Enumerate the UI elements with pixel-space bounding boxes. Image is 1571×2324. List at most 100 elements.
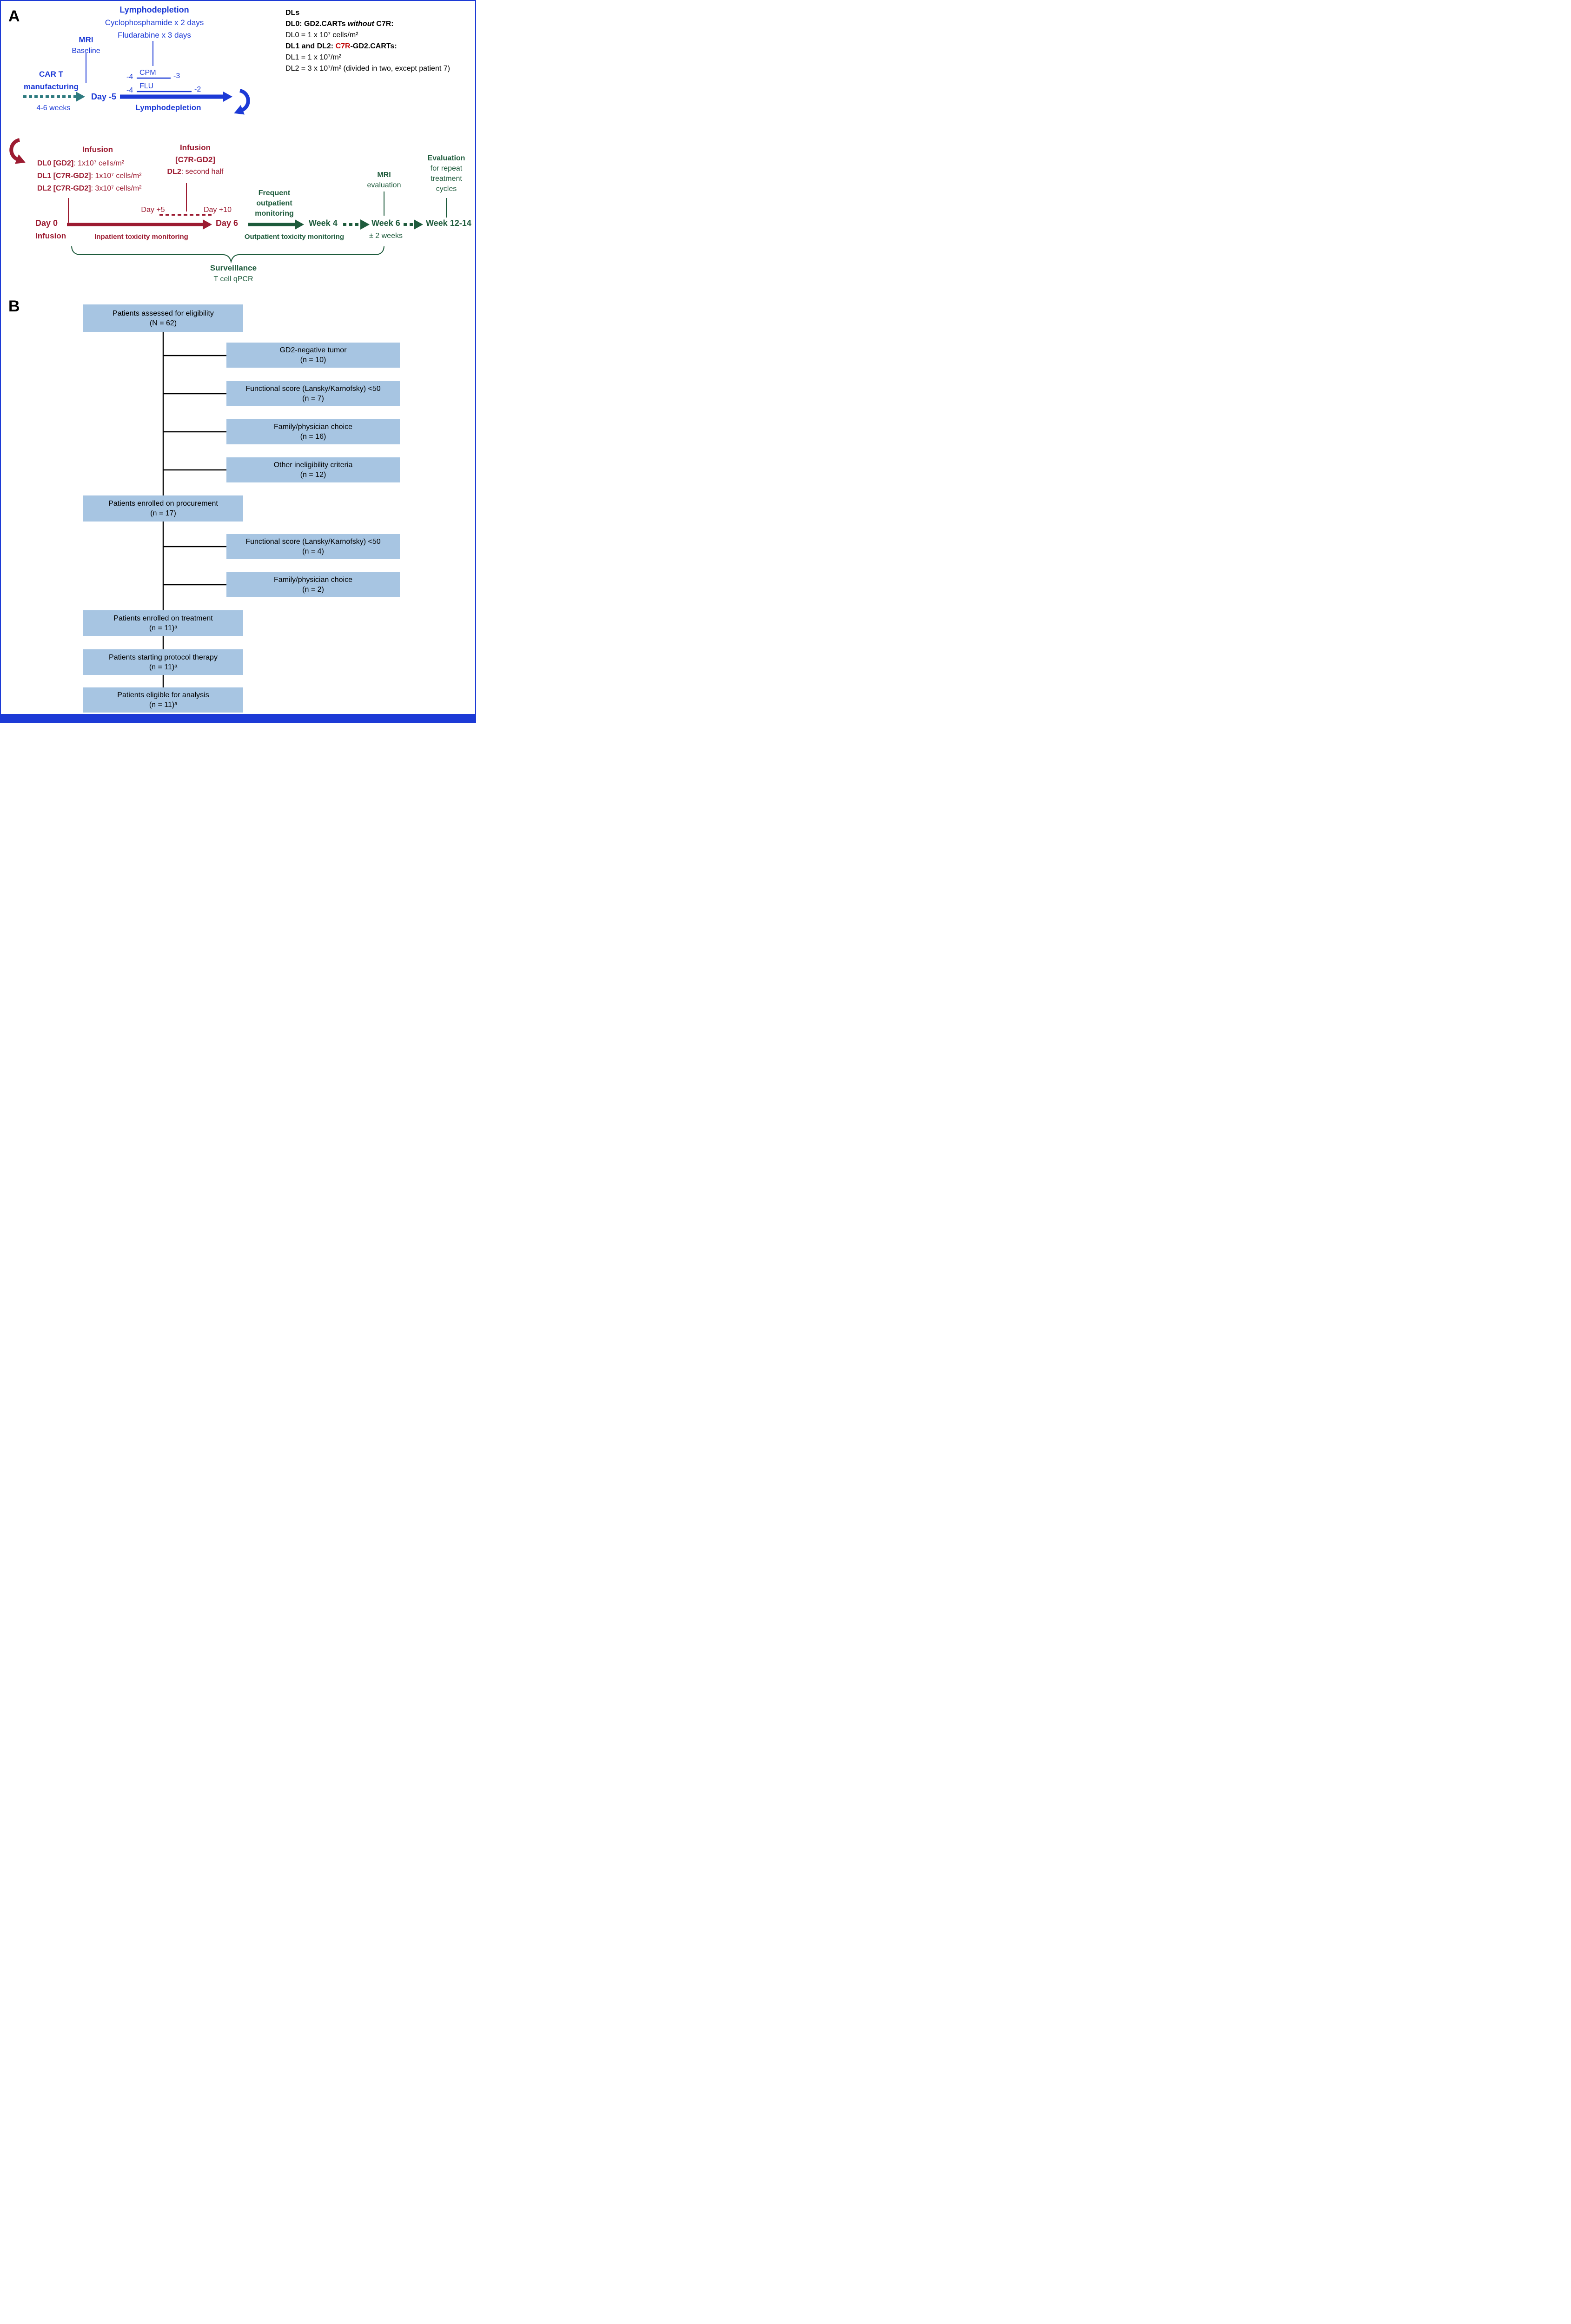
dl0-heading-part1: DL0: GD2.CARTs bbox=[285, 20, 348, 28]
dl1-value: DL1 = 1 x 10⁷/m² bbox=[285, 53, 342, 61]
flow-box-functional-score-1-count: (n = 7) bbox=[302, 395, 324, 403]
flow-box-analysis-line1: Patients eligible for analysis bbox=[117, 691, 209, 699]
infusion-dose-dl1-label: DL1 [C7R-GD2] bbox=[37, 172, 91, 180]
infusion-second-dose: DL2: second half bbox=[167, 166, 224, 178]
infusion-dose-dl0-label: DL0 [GD2] bbox=[37, 159, 74, 167]
dl12-heading-c7r: C7R bbox=[335, 42, 351, 50]
infusion-dose-dl2-value: : 3x10⁷ cells/m² bbox=[91, 185, 142, 192]
infusion-dose-dl0: DL0 [GD2]: 1x10⁷ cells/m² bbox=[37, 157, 142, 170]
day-plus10-label: Day +10 bbox=[203, 206, 232, 214]
car-t-manufacturing-block: CAR T manufacturing bbox=[24, 68, 79, 93]
flow-box-assessed-line1: Patients assessed for eligibility bbox=[113, 309, 214, 317]
mri-evaluation-block: MRI evaluation bbox=[367, 170, 401, 191]
dl12-heading-part1: DL1 and DL2: bbox=[285, 42, 336, 50]
infusion-second-construct: [C7R-GD2] bbox=[175, 155, 215, 164]
panel-a-label: A bbox=[8, 7, 20, 25]
repeat-evaluation-line2: for repeat bbox=[430, 165, 463, 172]
infusion-day0-doses: DL0 [GD2]: 1x10⁷ cells/m² DL1 [C7R-GD2]:… bbox=[37, 157, 142, 195]
flow-box-other-criteria: Other ineligibility criteria (n = 12) bbox=[226, 457, 400, 482]
dl0-heading-italic: without bbox=[347, 20, 374, 28]
repeat-evaluation-line4: cycles bbox=[436, 185, 457, 193]
repeat-evaluation-line3: treatment bbox=[431, 175, 462, 183]
frequent-line3: monitoring bbox=[255, 210, 294, 218]
flow-box-family-choice-1-count: (n = 16) bbox=[300, 433, 326, 441]
infusion-dose-dl2: DL2 [C7R-GD2]: 3x10⁷ cells/m² bbox=[37, 182, 142, 195]
inpatient-monitoring-label: Inpatient toxicity monitoring bbox=[94, 233, 188, 241]
flow-box-procurement-count: (n = 17) bbox=[150, 509, 176, 517]
surveillance-title: Surveillance bbox=[210, 264, 257, 272]
mri-baseline-title: MRI bbox=[79, 35, 93, 44]
dl12-heading-part2: -GD2.CARTs: bbox=[350, 42, 397, 50]
day-0-sublabel: Infusion bbox=[35, 231, 66, 240]
repeat-evaluation-title: Evaluation bbox=[427, 154, 465, 162]
mri-baseline-block: MRI Baseline bbox=[72, 34, 100, 57]
outpatient-monitoring-label: Outpatient toxicity monitoring bbox=[244, 233, 345, 241]
flow-box-functional-score-2-line1: Functional score (Lansky/Karnofsky) <50 bbox=[245, 538, 381, 546]
flow-box-family-choice-2: Family/physician choice (n = 2) bbox=[226, 572, 400, 597]
frequent-monitoring-block: Frequent outpatient monitoring bbox=[255, 188, 294, 219]
infusion-day0-title: Infusion bbox=[82, 145, 113, 154]
flow-box-other-criteria-line1: Other ineligibility criteria bbox=[273, 461, 353, 469]
cyclophosphamide-label: Cyclophosphamide x 2 days bbox=[105, 18, 204, 27]
flow-box-treatment-line1: Patients enrolled on treatment bbox=[113, 614, 213, 622]
cycle-continuation-arrow-bottom-icon bbox=[9, 138, 26, 164]
dl0-heading-part2: C7R: bbox=[374, 20, 394, 28]
flow-box-assessed-count: (N = 62) bbox=[149, 319, 177, 327]
infusion-dose-dl0-value: : 1x10⁷ cells/m² bbox=[73, 159, 125, 167]
surveillance-block: Surveillance T cell qPCR bbox=[210, 263, 257, 285]
flow-box-protocol-therapy-count: (n = 11)ᵃ bbox=[149, 663, 178, 671]
surveillance-brace bbox=[71, 246, 384, 264]
dose-levels-title: DLs bbox=[285, 9, 300, 17]
dose-levels-block: DLs DL0: GD2.CARTs without C7R: DL0 = 1 … bbox=[285, 7, 450, 74]
infusion-dose-dl1: DL1 [C7R-GD2]: 1x10⁷ cells/m² bbox=[37, 170, 142, 182]
repeat-evaluation-block: Evaluation for repeat treatment cycles bbox=[428, 153, 465, 194]
week-4-label: Week 4 bbox=[309, 218, 338, 228]
flow-box-treatment: Patients enrolled on treatment (n = 11)ᵃ bbox=[83, 610, 243, 636]
dl12-heading: DL1 and DL2: C7R-GD2.CARTs: bbox=[285, 41, 450, 52]
mri-baseline-subtitle: Baseline bbox=[72, 47, 100, 55]
flu-start-day: -4 bbox=[126, 86, 133, 94]
day-6-label: Day 6 bbox=[216, 218, 239, 228]
week-6-label: Week 6 bbox=[371, 218, 400, 228]
lymphodepletion-title: Lymphodepletion bbox=[119, 5, 189, 14]
dl0-value: DL0 = 1 x 10⁷ cells/m² bbox=[285, 31, 358, 39]
infusion-second-dose-value: : second half bbox=[181, 168, 224, 176]
flu-end-day: -2 bbox=[194, 86, 201, 93]
flow-box-protocol-therapy-line1: Patients starting protocol therapy bbox=[109, 653, 218, 661]
flow-box-functional-score-1: Functional score (Lansky/Karnofsky) <50 … bbox=[226, 381, 400, 406]
trial-schema-figure: A Lymphodepletion Cyclophosphamide x 2 d… bbox=[0, 0, 476, 723]
manufacturing-duration-label: 4-6 weeks bbox=[36, 104, 71, 112]
flow-box-assessed: Patients assessed for eligibility (N = 6… bbox=[83, 304, 243, 332]
dl0-heading: DL0: GD2.CARTs without C7R: bbox=[285, 19, 450, 30]
infusion-second-half-block: Infusion [C7R-GD2] DL2: second half bbox=[167, 142, 224, 178]
flu-label: FLU bbox=[139, 82, 154, 90]
flow-box-functional-score-2: Functional score (Lansky/Karnofsky) <50 … bbox=[226, 534, 400, 559]
frequent-line2: outpatient bbox=[256, 199, 292, 207]
infusion-dose-dl2-label: DL2 [C7R-GD2] bbox=[37, 185, 91, 192]
car-t-line1: CAR T bbox=[39, 70, 63, 79]
flow-box-analysis-count: (n = 11)ᵃ bbox=[149, 701, 178, 709]
flow-box-procurement-line1: Patients enrolled on procurement bbox=[108, 500, 218, 508]
flow-box-functional-score-1-line1: Functional score (Lansky/Karnofsky) <50 bbox=[245, 385, 381, 393]
cycle-continuation-arrow-top-icon bbox=[234, 89, 250, 115]
flow-box-family-choice-2-count: (n = 2) bbox=[302, 586, 324, 594]
flow-box-gd2-negative-count: (n = 10) bbox=[300, 356, 326, 364]
mri-evaluation-subtitle: evaluation bbox=[367, 181, 401, 189]
flow-box-family-choice-1-line1: Family/physician choice bbox=[274, 423, 352, 431]
fludarabine-label: Fludarabine x 3 days bbox=[118, 31, 191, 40]
car-t-line2: manufacturing bbox=[23, 82, 79, 91]
week-12-14-label: Week 12-14 bbox=[426, 218, 471, 228]
day-0-label: Day 0 bbox=[35, 218, 58, 228]
flow-box-family-choice-1: Family/physician choice (n = 16) bbox=[226, 419, 400, 444]
flow-box-gd2-negative: GD2-negative tumor (n = 10) bbox=[226, 343, 400, 368]
lymphodepletion-arrow-label: Lymphodepletion bbox=[135, 103, 201, 112]
day-plus5-label: Day +5 bbox=[141, 206, 165, 214]
infusion-second-title: Infusion bbox=[179, 143, 211, 152]
flow-box-other-criteria-count: (n = 12) bbox=[300, 471, 326, 479]
dl2-value: DL2 = 3 x 10⁷/m² (divided in two, except… bbox=[285, 65, 450, 73]
cpm-start-day: -4 bbox=[126, 73, 133, 81]
surveillance-subtitle: T cell qPCR bbox=[213, 275, 253, 283]
flow-box-protocol-therapy: Patients starting protocol therapy (n = … bbox=[83, 649, 243, 675]
day-minus5-label: Day -5 bbox=[91, 92, 117, 101]
week-6-sublabel: ± 2 weeks bbox=[369, 232, 403, 240]
